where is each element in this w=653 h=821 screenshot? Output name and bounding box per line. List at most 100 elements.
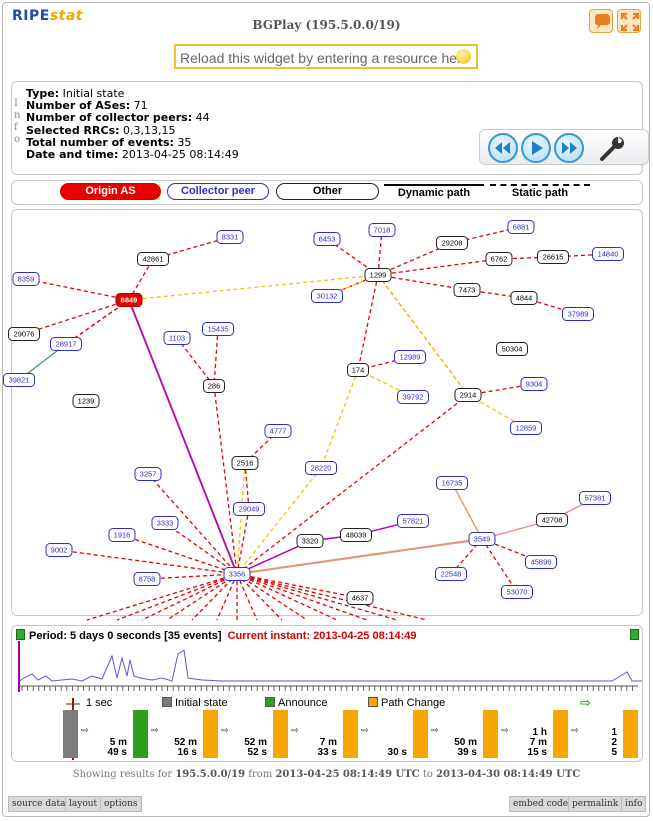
as-node-7018[interactable]: 7018 <box>368 223 396 237</box>
as-node-26615[interactable]: 26615 <box>537 250 569 264</box>
next-steps-arrow-icon[interactable]: ⇨ <box>580 696 591 711</box>
event-step-orange[interactable] <box>483 710 498 758</box>
static-path-edge[interactable] <box>236 573 368 621</box>
static-path-edge[interactable] <box>236 462 246 575</box>
static-path-edge[interactable] <box>236 394 469 575</box>
event-density-chart[interactable] <box>12 626 644 696</box>
as-node-48039[interactable]: 48039 <box>340 528 372 542</box>
as-node-12989[interactable]: 12989 <box>394 350 426 364</box>
as-graph-canvas[interactable]: 6849 8359 29076 28917 39821 1239 42861 8331 1103… <box>3 210 644 621</box>
options-button[interactable]: options <box>100 796 142 812</box>
as-node-2914[interactable]: 2914 <box>454 388 482 402</box>
static-path-edge[interactable] <box>244 462 250 510</box>
static-path-edge[interactable] <box>481 538 518 593</box>
as-node-8359[interactable]: 8359 <box>12 272 40 286</box>
static-path-edge[interactable] <box>236 573 338 621</box>
as-node-286[interactable]: 286 <box>203 379 225 393</box>
as-node-22548[interactable]: 22548 <box>435 567 467 581</box>
timeline-start-handle[interactable] <box>16 629 25 640</box>
rewind-button[interactable] <box>488 133 518 163</box>
static-path-edge[interactable] <box>236 573 283 621</box>
static-path-edge[interactable] <box>58 549 238 575</box>
as-node-4844[interactable]: 4844 <box>510 291 538 305</box>
as-node-53070[interactable]: 53070 <box>501 585 533 599</box>
info-button[interactable]: info <box>621 796 647 812</box>
as-node-7473[interactable]: 7473 <box>453 283 481 297</box>
embed-code-button[interactable]: embed code <box>509 796 573 812</box>
as-node-28220[interactable]: 28220 <box>305 461 337 475</box>
as-node-29076[interactable]: 29076 <box>8 327 40 341</box>
static-path-edge[interactable] <box>377 274 469 396</box>
static-path-edge[interactable] <box>141 573 238 621</box>
source-data-button[interactable]: source data <box>8 796 70 812</box>
as-node-3257[interactable]: 3257 <box>134 467 162 481</box>
event-step-gray[interactable] <box>63 710 78 758</box>
as-node-57381[interactable]: 57381 <box>579 491 611 505</box>
static-path-edge[interactable] <box>25 278 130 301</box>
as-node-39792[interactable]: 39792 <box>397 390 429 404</box>
reload-resource-input[interactable]: Reload this widget by entering a resourc… <box>174 44 478 69</box>
static-path-edge[interactable] <box>65 299 130 345</box>
as-node-39821[interactable]: 39821 <box>3 373 35 387</box>
as-node-9304[interactable]: 9304 <box>520 377 548 391</box>
as-node-6453[interactable]: 6453 <box>313 232 341 246</box>
as-node-16735[interactable]: 16735 <box>436 476 468 490</box>
layout-button[interactable]: layout <box>65 796 102 812</box>
as-node-45896[interactable]: 45896 <box>525 555 557 569</box>
go-icon[interactable] <box>456 49 471 64</box>
fullscreen-button[interactable] <box>617 9 641 33</box>
as-node-29208[interactable]: 29208 <box>436 236 468 250</box>
as-node-1299[interactable]: 1299 <box>364 268 392 282</box>
as-node-3333[interactable]: 3333 <box>151 516 179 530</box>
static-path-edge[interactable] <box>121 534 238 575</box>
as-node-3320[interactable]: 3320 <box>296 534 324 548</box>
as-node-174[interactable]: 174 <box>347 363 369 377</box>
settings-button[interactable] <box>598 134 628 162</box>
event-step-orange[interactable] <box>273 710 288 758</box>
static-path-edge[interactable] <box>116 573 238 621</box>
static-path-edge[interactable] <box>236 467 322 575</box>
as-node-37989[interactable]: 37989 <box>562 307 594 321</box>
static-path-edge[interactable] <box>213 328 219 387</box>
static-path-edge[interactable] <box>146 573 238 580</box>
as-node-28917[interactable]: 28917 <box>50 337 82 351</box>
timeline-end-handle[interactable] <box>630 629 639 640</box>
as-node-4777[interactable]: 4777 <box>264 424 292 438</box>
static-path-edge[interactable] <box>23 299 130 335</box>
as-node-3549[interactable]: 3549 <box>468 532 496 546</box>
dynamic-path-edge[interactable] <box>451 482 483 540</box>
dynamic-path-edge[interactable] <box>236 538 483 575</box>
as-node-1916[interactable]: 1916 <box>108 528 136 542</box>
as-node-30132[interactable]: 30132 <box>311 289 343 303</box>
static-path-edge[interactable] <box>320 369 359 469</box>
ripestat-logo[interactable]: RIPEstat <box>12 8 83 24</box>
static-path-edge[interactable] <box>377 258 500 276</box>
as-node-4637[interactable]: 4637 <box>346 591 374 605</box>
static-path-edge[interactable] <box>236 573 428 621</box>
static-path-edge[interactable] <box>164 522 238 575</box>
as-path-graph[interactable]: 6849 8359 29076 28917 39821 1239 42861 8331 1103… <box>3 209 644 621</box>
static-path-edge[interactable] <box>377 229 383 276</box>
as-node-14840[interactable]: 14840 <box>592 247 624 261</box>
as-node-6849[interactable]: 6849 <box>115 293 143 307</box>
as-node-29049[interactable]: 29049 <box>233 502 265 516</box>
event-step-orange[interactable] <box>623 710 638 758</box>
play-button[interactable] <box>521 133 551 163</box>
as-node-8331[interactable]: 8331 <box>216 230 244 244</box>
static-path-edge[interactable] <box>377 274 468 291</box>
as-node-3356[interactable]: 3356 <box>223 567 251 581</box>
as-node-1103[interactable]: 1103 <box>163 331 191 345</box>
static-path-edge[interactable] <box>147 473 238 575</box>
as-node-1239[interactable]: 1239 <box>72 394 100 408</box>
as-node-50304[interactable]: 50304 <box>496 342 528 356</box>
event-step-orange[interactable] <box>203 710 218 758</box>
static-path-edge[interactable] <box>176 337 215 387</box>
dynamic-path-edge[interactable] <box>128 299 238 575</box>
fast-forward-button[interactable] <box>554 133 584 163</box>
static-path-edge[interactable] <box>191 573 238 621</box>
as-node-42861[interactable]: 42861 <box>137 252 169 266</box>
as-node-2516[interactable]: 2516 <box>231 456 259 470</box>
as-node-15435[interactable]: 15435 <box>202 322 234 336</box>
as-node-9002[interactable]: 9002 <box>45 543 73 557</box>
